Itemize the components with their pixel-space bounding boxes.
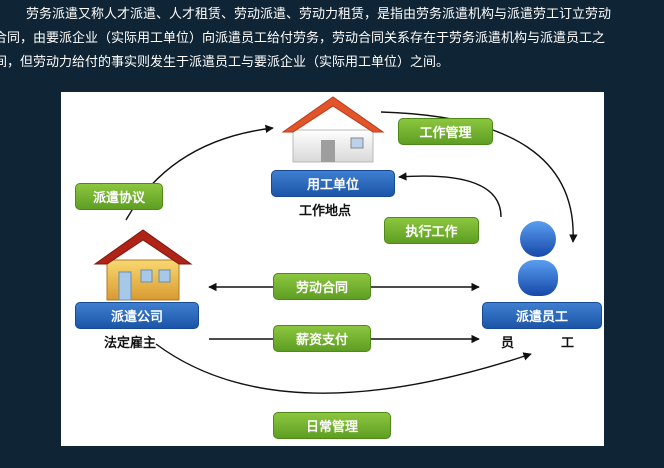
agency-label: 派遣公司 [75,302,199,329]
worker-person-icon [518,221,558,296]
agency-caption: 法定雇主 [104,336,157,351]
intro-line-3: 间，但劳动力给付的事实则发生于派遣员工与要派企业（实际用工单位）之间。 [0,55,450,70]
label-daily-management: 日常管理 [273,412,391,439]
diagram-panel: 派遣协议 工作管理 执行工作 劳动合同 薪资支付 日常管理 用工单位 工作地点 … [61,92,604,446]
diagram-graphics [93,96,578,394]
worker-caption-b: 工 [561,336,575,351]
employer-label: 用工单位 [271,170,395,197]
intro-line-1: 劳务派遣又称人才派遣、人才租赁、劳动派遣、劳动力租赁，是指由劳务派遣机构与派遣劳… [26,7,612,22]
label-labor-contract: 劳动合同 [273,273,371,300]
worker-label: 派遣员工 [482,302,602,329]
arrow-daily-management [155,343,532,394]
label-perform-work: 执行工作 [384,217,479,244]
label-dispatch-agreement: 派遣协议 [75,183,163,210]
intro-line-2: 合同，由要派企业（实际用工单位）向派遣员工给付劳务，劳动合同关系存在于劳务派遣机… [0,31,606,46]
intro-text: 劳务派遣又称人才派遣、人才租赁、劳动派遣、劳动力租赁，是指由劳务派遣机构与派遣劳… [0,0,664,84]
employer-caption: 工作地点 [299,204,352,219]
worker-caption-a: 员 [501,336,515,351]
label-work-management: 工作管理 [398,118,493,145]
arrow-management-to-worker [380,111,578,243]
arrow-worker-to-employer [398,172,502,218]
agency-house-icon [93,229,193,301]
label-salary-payment: 薪资支付 [273,325,371,352]
employer-house-icon [281,96,385,163]
